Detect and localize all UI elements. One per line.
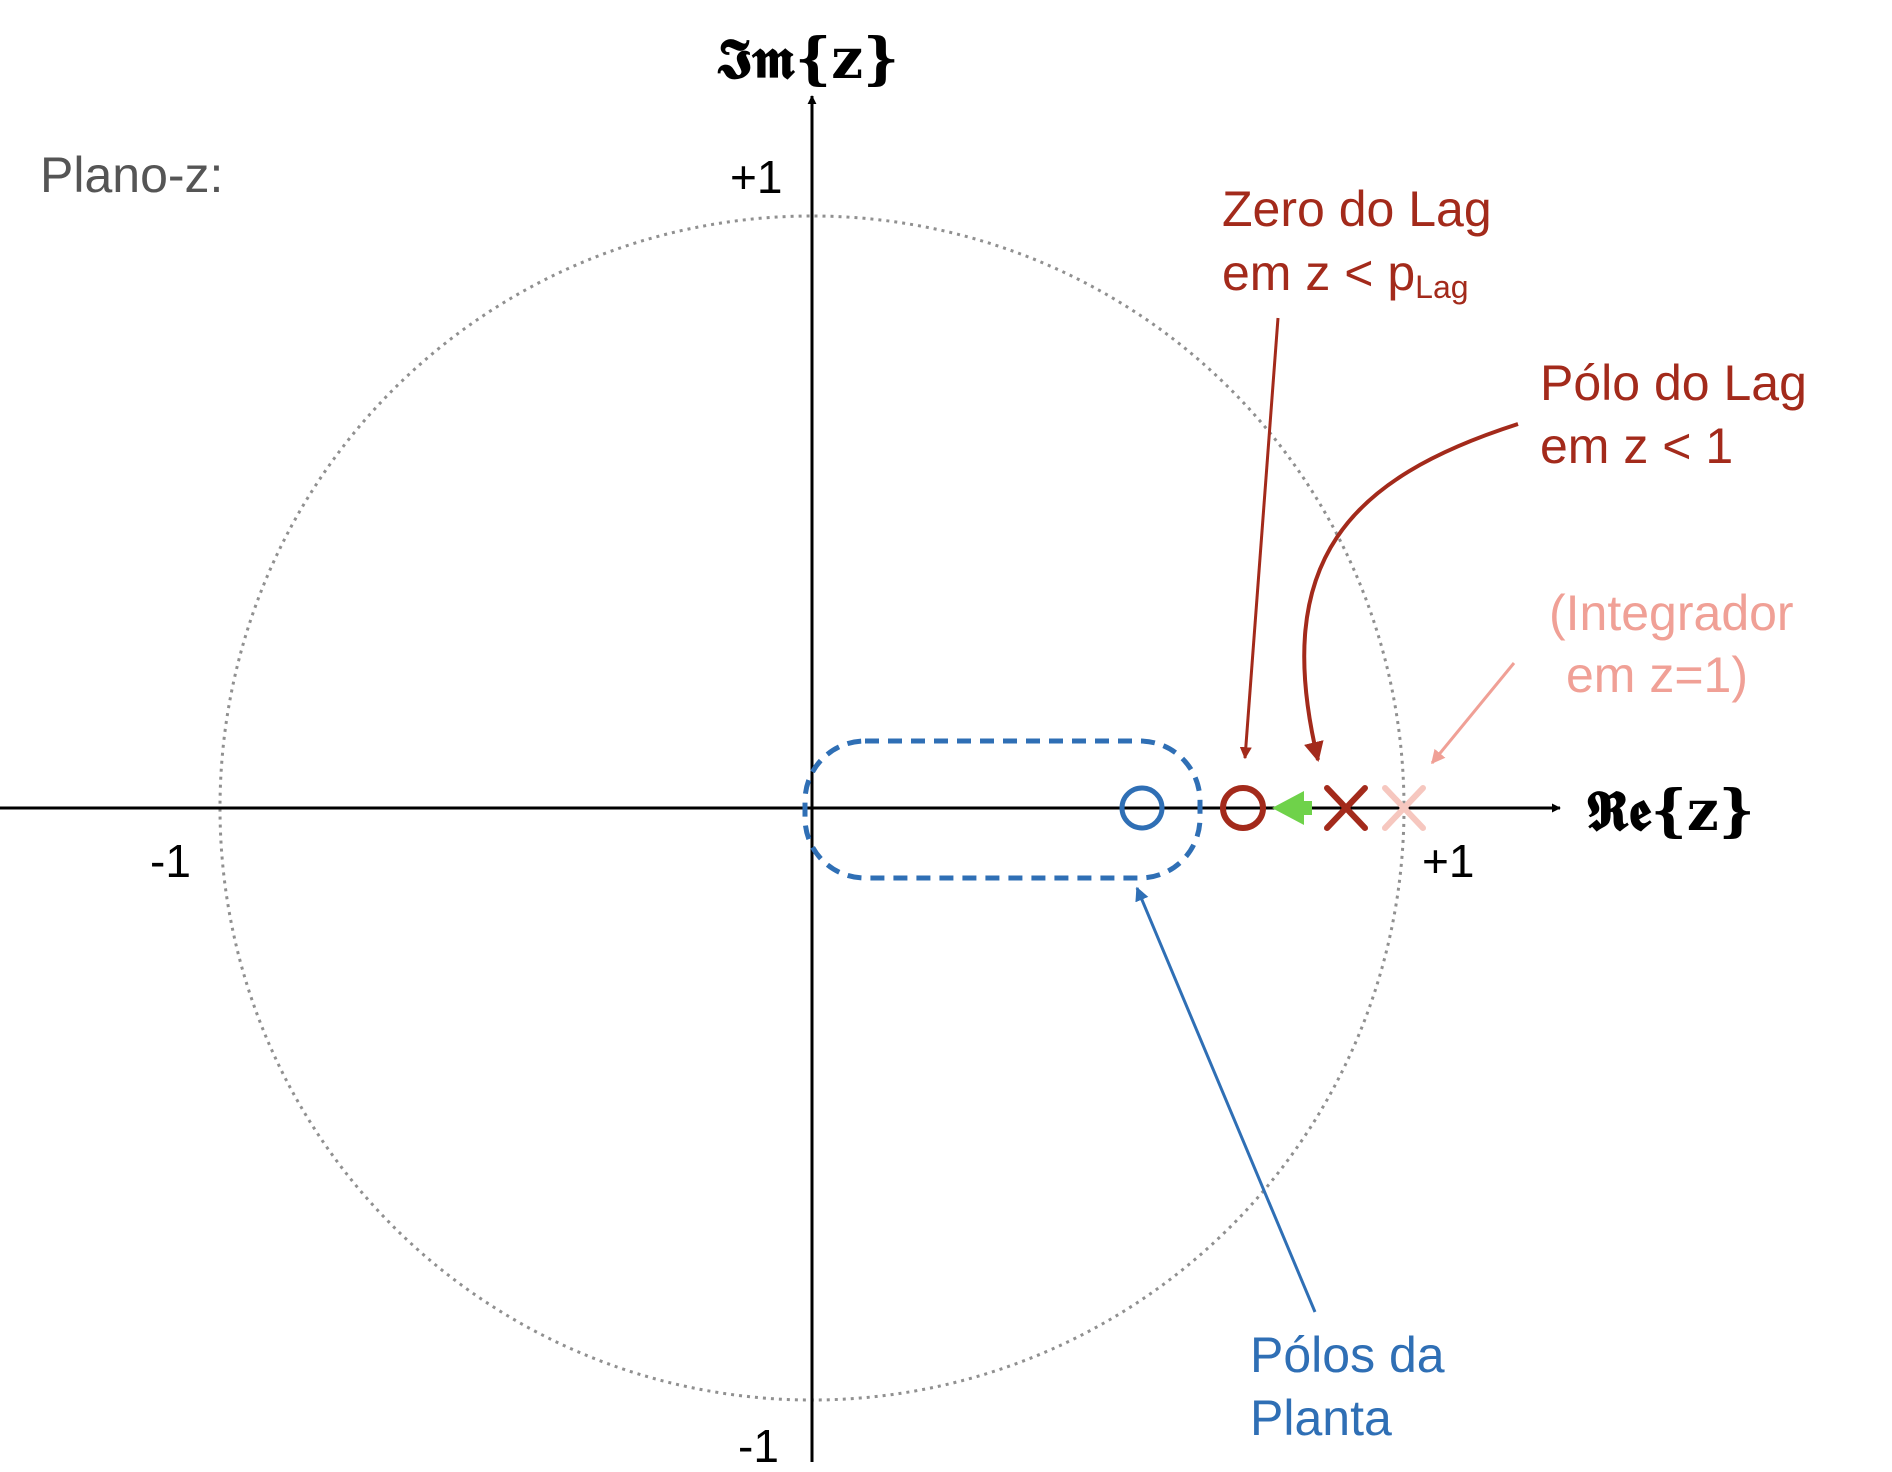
lag-pole-marker [1324, 785, 1368, 831]
lag-pole-line2: em z < 1 [1540, 418, 1733, 474]
real-axis-label: 𝕽𝖊{z} [1586, 778, 1755, 844]
plant-poles-arrow [1135, 886, 1317, 1313]
imaginary-axis-label: 𝕴𝖒{z} [717, 26, 899, 92]
lag-zero-line2-main: em z < p [1222, 245, 1415, 301]
integrator-annotation: (Integrador em z=1) [1549, 585, 1794, 703]
lag-zero-line2-subscript: Lag [1415, 269, 1468, 305]
plane-label: Plano-z: [40, 147, 223, 203]
plant-poles-line2: Planta [1250, 1390, 1392, 1446]
tick-re-minus-one: -1 [150, 835, 191, 887]
plant-pole-marker [1119, 785, 1165, 831]
lag-zero-annotation: Zero do Lag em z < pLag [1222, 181, 1492, 305]
lag-pole-arrow [1302, 422, 1519, 762]
lag-zero-line2: em z < pLag [1222, 245, 1469, 305]
integrator-line2: em z=1) [1566, 647, 1748, 703]
plant-poles-annotation: Pólos da Planta [1250, 1327, 1445, 1446]
tick-re-plus-one: +1 [1422, 835, 1474, 887]
lag-pole-line1: Pólo do Lag [1540, 355, 1807, 411]
pole-shift-arrow-head [1272, 791, 1304, 825]
lag-zero-line1: Zero do Lag [1222, 181, 1492, 237]
integrator-line1: (Integrador [1549, 585, 1794, 641]
tick-im-minus-one: -1 [738, 1420, 779, 1472]
integrator-pole-marker [1382, 785, 1426, 831]
tick-im-plus-one: +1 [730, 151, 782, 203]
lag-pole-annotation: Pólo do Lag em z < 1 [1540, 355, 1807, 474]
plant-poles-line1: Pólos da [1250, 1327, 1445, 1383]
lag-zero-marker [1220, 785, 1266, 831]
lag-zero-arrow [1239, 317, 1280, 760]
plant-poles-region [802, 738, 1203, 881]
integrator-arrow [1430, 662, 1516, 765]
